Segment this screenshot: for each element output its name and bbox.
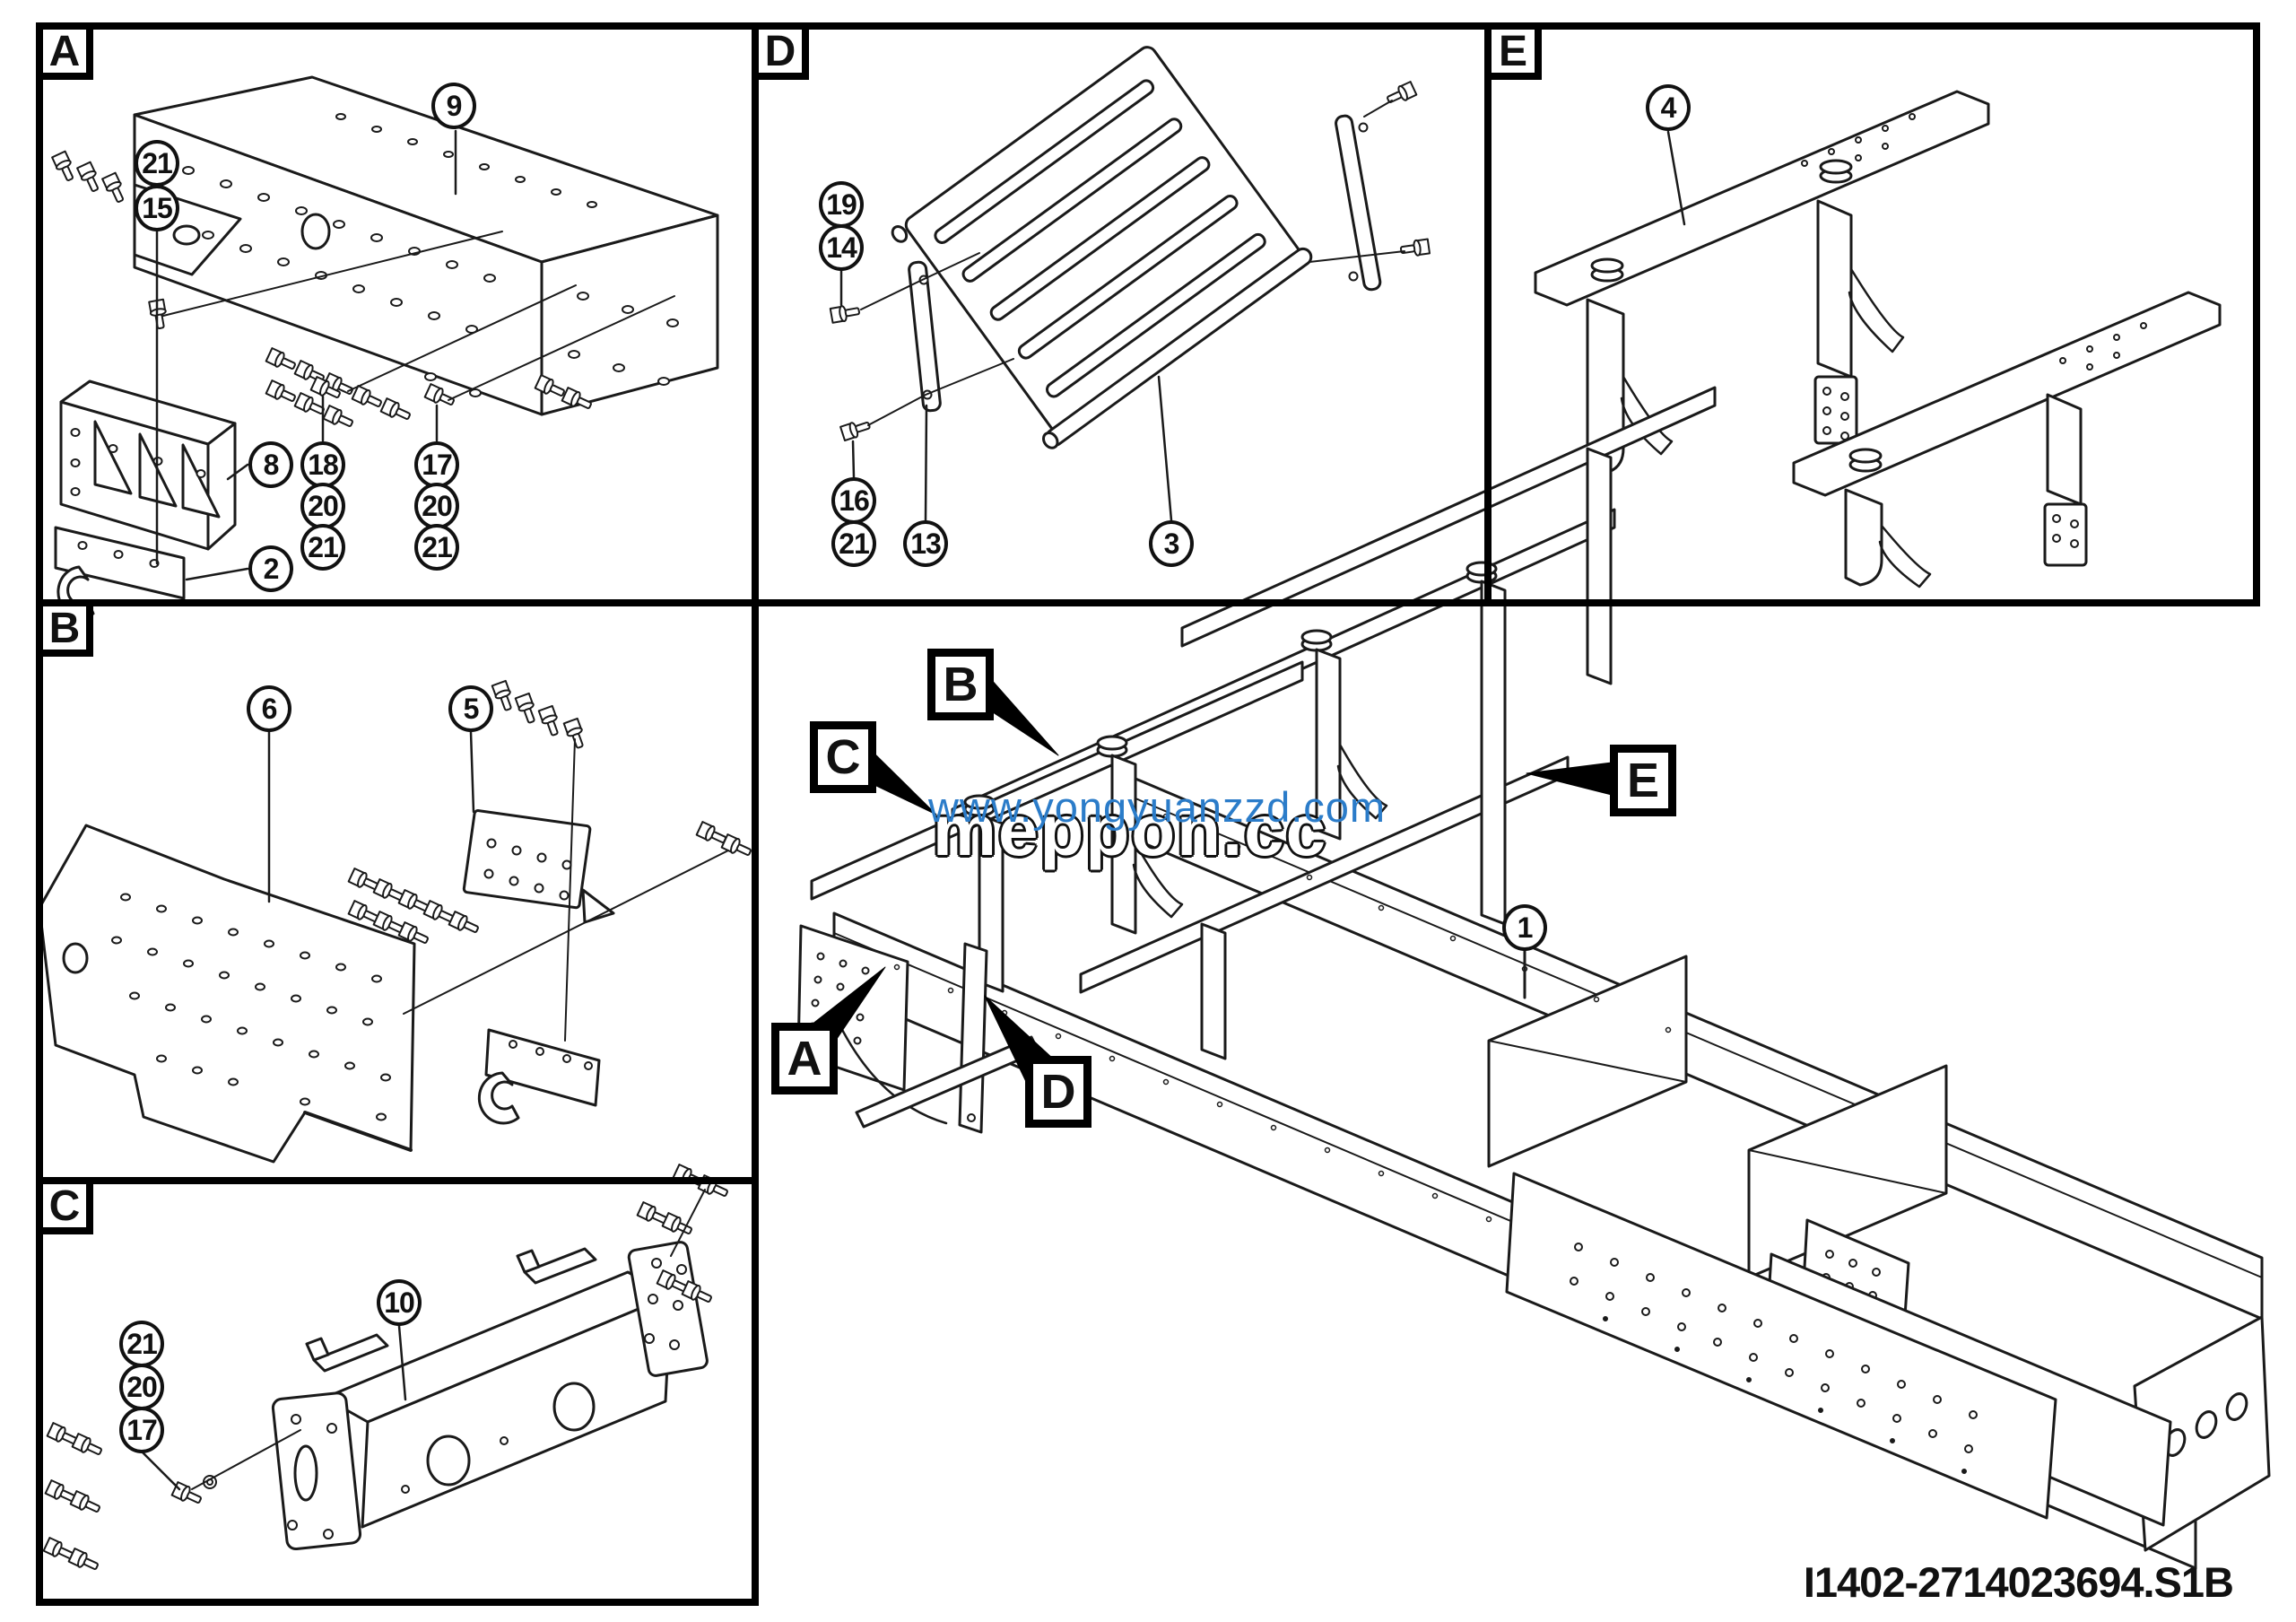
callout-18-text: 18 — [308, 448, 339, 481]
callout-3: 3 — [1149, 520, 1194, 567]
panel-a-art — [50, 75, 719, 619]
callout-5-text: 5 — [463, 692, 480, 725]
panel-a-leaders — [155, 129, 675, 581]
callout-16: 16 — [831, 477, 876, 524]
panel-d-label: D — [752, 22, 809, 80]
callout-21: 21 — [300, 524, 345, 571]
callout-18: 18 — [300, 441, 345, 488]
watermark-brand: meppon.cc — [932, 790, 1328, 870]
main-ref-label-c: C — [810, 721, 876, 793]
callout-17: 17 — [119, 1407, 164, 1453]
callout-8: 8 — [248, 441, 293, 488]
callout-21-text: 21 — [308, 530, 339, 563]
callout-20: 20 — [414, 483, 459, 529]
panel-d-leaders — [839, 100, 1405, 522]
callout-16-text: 16 — [839, 484, 870, 517]
watermark-url: www.yongyuanzzd.com — [927, 783, 1387, 831]
callout-15-text: 15 — [142, 191, 173, 224]
panel-c-leaders — [140, 1189, 706, 1491]
callout-21-text: 21 — [142, 146, 173, 179]
main-ref-label-d: D — [1025, 1056, 1091, 1128]
callout-6: 6 — [247, 685, 291, 732]
panel-b-label: B — [36, 599, 93, 657]
callout-21: 21 — [119, 1321, 164, 1367]
callout-14: 14 — [819, 224, 864, 271]
callout-8-text: 8 — [263, 448, 280, 481]
callout-20-text: 20 — [126, 1370, 158, 1403]
panel-d-letter: D — [764, 27, 796, 75]
callout-13-text: 13 — [910, 527, 942, 560]
callout-14-text: 14 — [826, 231, 857, 264]
panel-c-letter: C — [48, 1182, 81, 1230]
callout-1-text: 1 — [1517, 911, 1534, 944]
panel-d-art — [829, 46, 1431, 522]
border-right — [2253, 22, 2260, 606]
callout-3-text: 3 — [1163, 527, 1180, 560]
main-ref-label-e: E — [1610, 745, 1676, 816]
border-top — [36, 22, 2260, 30]
panel-b-leaders — [267, 730, 729, 1042]
panel-b-art — [38, 679, 754, 1164]
callout-21: 21 — [831, 520, 876, 567]
callout-19-text: 19 — [826, 187, 857, 221]
callout-13: 13 — [903, 520, 948, 567]
callout-9: 9 — [431, 83, 476, 129]
callout-20: 20 — [300, 483, 345, 529]
drawing-number: I1402-2714023694.S1B — [1803, 1558, 2234, 1606]
main-ref-label-a: A — [771, 1023, 838, 1094]
callout-10-text: 10 — [384, 1286, 415, 1319]
main-ref-a-text: A — [787, 1032, 822, 1086]
callout-9-text: 9 — [446, 89, 463, 122]
callout-20-text: 20 — [308, 489, 339, 522]
callout-21-text: 21 — [422, 530, 453, 563]
callout-21-text: 21 — [126, 1327, 158, 1360]
panel-e-label: E — [1484, 22, 1542, 80]
callout-4: 4 — [1646, 84, 1691, 131]
border-top-row-bottom — [36, 599, 2260, 606]
main-ref-c-text: C — [825, 730, 861, 784]
callout-15: 15 — [135, 185, 179, 231]
border-center-vertical — [752, 22, 759, 1606]
main-ref-e-text: E — [1626, 754, 1660, 807]
callout-21: 21 — [414, 524, 459, 571]
callout-21-text: 21 — [839, 527, 870, 560]
panel-a-letter: A — [48, 27, 81, 75]
panel-c-art — [42, 1163, 731, 1575]
callout-17-text: 17 — [422, 448, 453, 481]
border-left — [36, 22, 43, 1606]
callout-4-text: 4 — [1660, 91, 1677, 124]
callout-5: 5 — [448, 685, 493, 732]
border-panel-de-divider — [1484, 22, 1492, 606]
callout-21: 21 — [135, 140, 179, 187]
panel-a-label: A — [36, 22, 93, 80]
callout-17-text: 17 — [126, 1413, 158, 1446]
panel-e-leaders — [1666, 130, 1686, 226]
callout-1: 1 — [1502, 904, 1547, 951]
main-ref-label-b: B — [927, 649, 994, 720]
border-bc-divider — [36, 1177, 759, 1184]
border-bottom-left — [36, 1599, 759, 1606]
callout-10: 10 — [377, 1279, 422, 1326]
panel-e-letter: E — [1498, 27, 1527, 75]
callout-2-text: 2 — [263, 552, 280, 585]
callout-2: 2 — [248, 545, 293, 592]
main-ref-b-text: B — [943, 658, 978, 711]
callout-6-text: 6 — [261, 692, 278, 725]
callout-19: 19 — [819, 181, 864, 228]
panel-b-letter: B — [48, 604, 81, 652]
callout-17: 17 — [414, 441, 459, 488]
main-chassis-art — [796, 386, 2271, 1570]
panel-e-art — [1534, 90, 2222, 589]
callout-20-text: 20 — [422, 489, 453, 522]
main-ref-d-text: D — [1040, 1065, 1076, 1119]
panel-c-label: C — [36, 1177, 93, 1234]
callout-20: 20 — [119, 1364, 164, 1410]
